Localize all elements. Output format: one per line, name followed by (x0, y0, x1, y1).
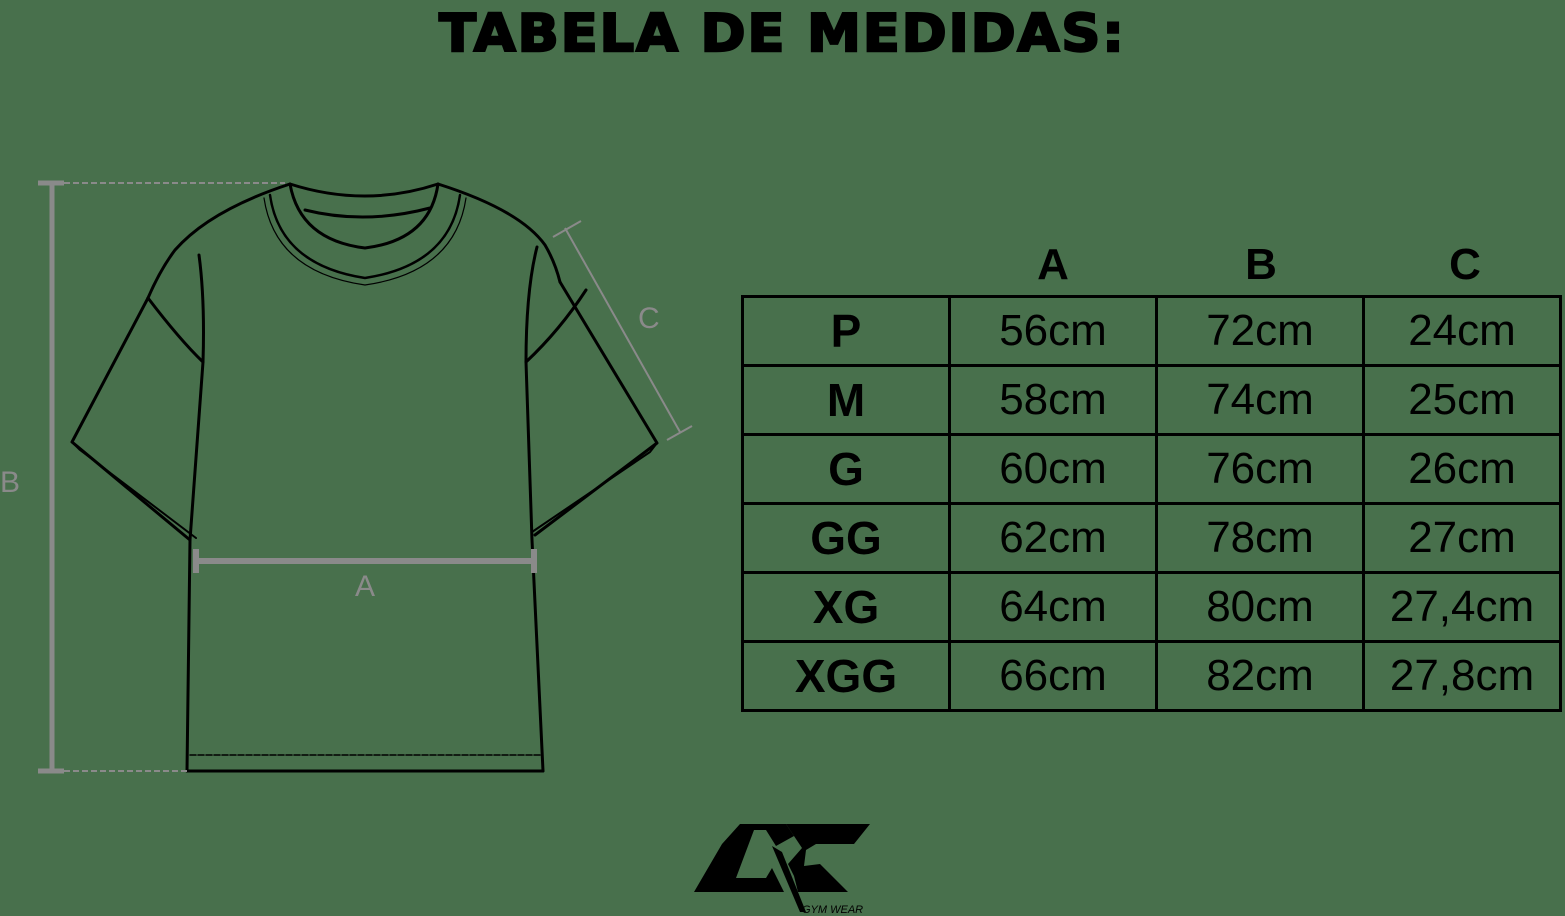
measure-b: 76cm (1155, 433, 1365, 505)
size-label: P (741, 295, 951, 367)
brand-logo-icon: GYM WEAR (694, 824, 870, 916)
table-row: M 58cm 74cm 25cm (741, 364, 1562, 436)
column-header-a: A (1037, 240, 1069, 289)
tshirt-diagram: A B C (0, 180, 693, 774)
c-measure-line (564, 227, 681, 433)
label-a: A (355, 570, 375, 603)
measure-b: 80cm (1155, 571, 1365, 643)
label-c: C (638, 302, 660, 335)
size-label: GG (741, 502, 951, 574)
page-title: TABELA DE MEDIDAS: (438, 2, 1126, 64)
table-row: G 60cm 76cm 26cm (741, 433, 1562, 505)
table-row: P 56cm 72cm 24cm (741, 295, 1562, 367)
measure-a: 66cm (948, 640, 1158, 712)
measure-b: 72cm (1155, 295, 1365, 367)
measure-c: 27,8cm (1362, 640, 1562, 712)
column-header-b: B (1245, 240, 1277, 289)
measure-a: 62cm (948, 502, 1158, 574)
size-label: XGG (741, 640, 951, 712)
label-b: B (0, 466, 20, 499)
measure-c: 27cm (1362, 502, 1562, 574)
size-label: M (741, 364, 951, 436)
table-row: GG 62cm 78cm 27cm (741, 502, 1562, 574)
table-row: XGG 66cm 82cm 27,8cm (741, 640, 1562, 712)
tshirt-outline-icon (70, 182, 659, 773)
size-table: P 56cm 72cm 24cm M 58cm 74cm 25cm G 60cm… (741, 295, 1562, 712)
measure-c: 27,4cm (1362, 571, 1562, 643)
measure-c: 24cm (1362, 295, 1562, 367)
measure-c: 25cm (1362, 364, 1562, 436)
brand-tagline: GYM WEAR (802, 904, 863, 916)
size-label: XG (741, 571, 951, 643)
measure-a: 58cm (948, 364, 1158, 436)
measure-c: 26cm (1362, 433, 1562, 505)
measure-a: 56cm (948, 295, 1158, 367)
measure-b: 74cm (1155, 364, 1365, 436)
size-label: G (741, 433, 951, 505)
measure-a: 64cm (948, 571, 1158, 643)
measure-b: 78cm (1155, 502, 1365, 574)
table-row: XG 64cm 80cm 27,4cm (741, 571, 1562, 643)
measure-a: 60cm (948, 433, 1158, 505)
measure-b: 82cm (1155, 640, 1365, 712)
table-column-headers: A B C (741, 240, 1564, 290)
column-header-c: C (1449, 240, 1481, 289)
